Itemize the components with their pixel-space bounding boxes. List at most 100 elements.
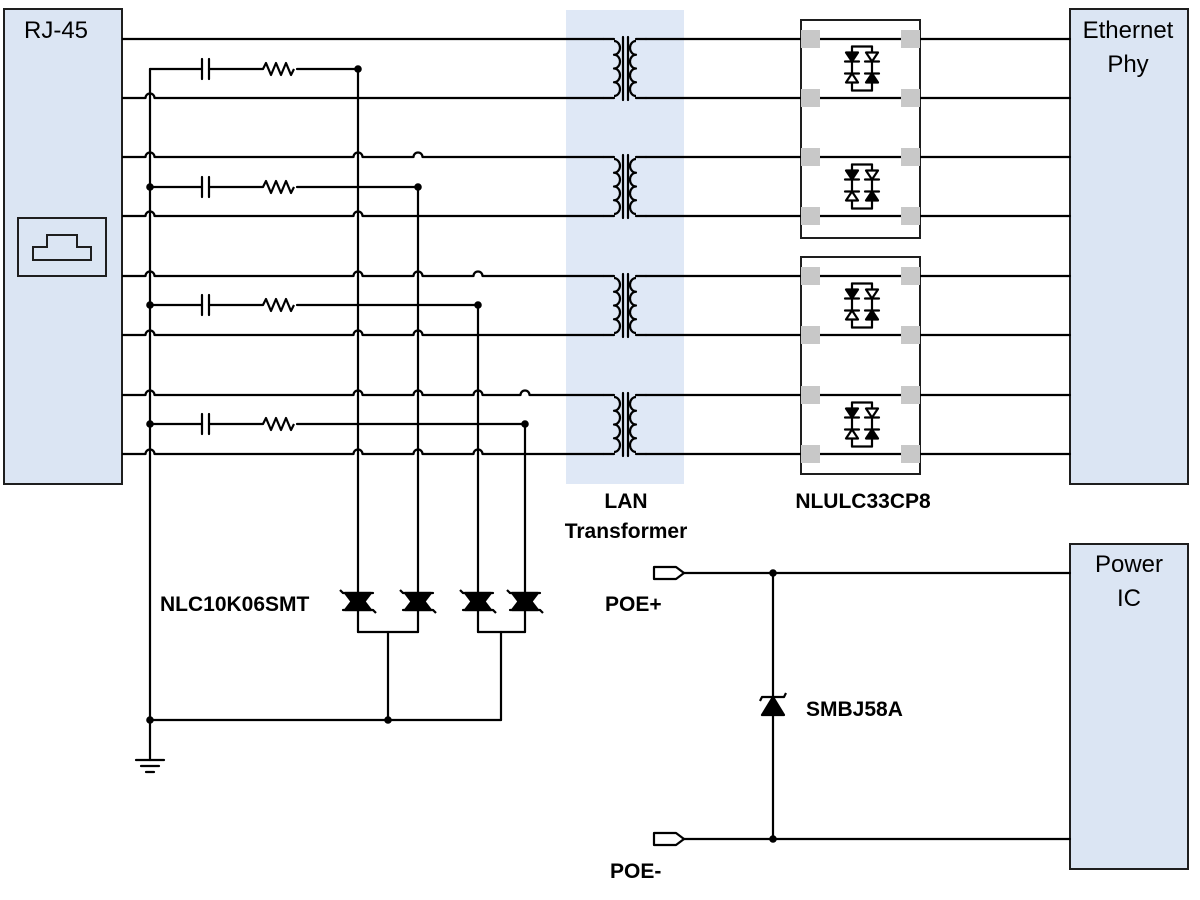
primary-coil — [612, 39, 622, 98]
pad — [801, 445, 820, 463]
tvs-array-label: NLULC33CP8 — [795, 490, 931, 513]
diode — [844, 51, 860, 63]
transformer-icon — [602, 153, 648, 220]
diode — [864, 169, 880, 181]
thyristor-icon — [459, 589, 497, 634]
junction-dot — [384, 716, 392, 724]
power-ic-block — [1069, 543, 1189, 870]
signal-wire — [122, 389, 604, 397]
thyristor-icon — [506, 589, 544, 634]
pad — [901, 89, 920, 107]
secondary-coil — [628, 395, 638, 454]
power-ic-label-line1: Power — [1095, 551, 1163, 578]
thyristor-icon — [399, 589, 437, 634]
diode — [844, 288, 860, 300]
capacitor-icon — [200, 57, 211, 81]
resistor-zigzag — [262, 179, 295, 195]
diode — [864, 428, 880, 440]
diode — [864, 72, 880, 84]
tvs-diode-label: SMBJ58A — [806, 698, 903, 721]
pad — [901, 386, 920, 404]
poe-minus-port — [652, 831, 686, 847]
thyristor-icon — [339, 589, 377, 634]
tick — [372, 609, 377, 614]
ethernet-phy-block — [1069, 8, 1189, 485]
port-arrow-icon — [652, 831, 686, 847]
lan-transformer-label-line1: LAN — [604, 490, 647, 513]
junction-dot — [354, 65, 362, 73]
junction-dot — [414, 183, 422, 191]
tick — [459, 589, 464, 594]
tick — [432, 609, 437, 614]
resistor-icon — [262, 416, 295, 432]
signal-wire — [122, 92, 604, 100]
transformer-icon — [602, 272, 648, 339]
transformer-icon — [602, 391, 648, 458]
tvs-diode-icon — [801, 267, 920, 344]
junction-dot — [521, 420, 529, 428]
poe-minus-label: POE- — [610, 860, 661, 883]
poe-plus-port — [652, 565, 686, 581]
resistor-icon — [262, 179, 295, 195]
junction-dot — [146, 420, 154, 428]
tvs-diode-icon — [801, 30, 920, 107]
poe-plus-label: POE+ — [605, 593, 662, 616]
transformer-icon — [602, 35, 648, 102]
pad — [801, 267, 820, 285]
pad — [801, 386, 820, 404]
transformer-band — [566, 10, 684, 484]
tick — [399, 589, 404, 594]
ethernet-phy-label-line1: Ethernet — [1083, 17, 1174, 44]
primary-coil — [612, 395, 622, 454]
diode — [844, 309, 860, 321]
signal-wire — [122, 270, 604, 278]
tick — [539, 609, 544, 614]
zener-body — [760, 695, 786, 717]
capacitor-icon — [200, 412, 211, 436]
tvs-array-lower — [800, 256, 921, 475]
pad — [801, 30, 820, 48]
rj45-label: RJ-45 — [24, 17, 88, 44]
power-ic-label-line2: IC — [1117, 585, 1141, 612]
pad — [901, 207, 920, 225]
port-arrow-icon — [652, 565, 686, 581]
capacitor-icon — [200, 175, 211, 199]
resistor-zigzag — [262, 416, 295, 432]
diode — [864, 407, 880, 419]
pad — [801, 89, 820, 107]
junction-dot — [146, 301, 154, 309]
diode — [844, 428, 860, 440]
tvs-diode-icon — [801, 148, 920, 225]
signal-wire — [122, 448, 604, 456]
diode — [844, 72, 860, 84]
secondary-coil — [628, 39, 638, 98]
diode — [844, 407, 860, 419]
pad — [801, 207, 820, 225]
primary-coil — [612, 276, 622, 335]
tvs-diode-icon — [801, 386, 920, 463]
pad — [801, 148, 820, 166]
resistor-zigzag — [262, 297, 295, 313]
ground-icon — [134, 758, 166, 774]
pad — [801, 326, 820, 344]
tvs-array-upper — [800, 19, 921, 239]
capacitor-icon — [200, 293, 211, 317]
junction-dot — [769, 835, 777, 843]
tick — [339, 589, 344, 594]
pad — [901, 326, 920, 344]
resistor-zigzag — [262, 61, 295, 77]
signal-wire — [122, 329, 604, 337]
junction-dot — [146, 183, 154, 191]
ethernet-phy-label-line2: Phy — [1107, 51, 1148, 78]
junction-dot — [146, 716, 154, 724]
tick — [506, 589, 511, 594]
diode — [844, 169, 860, 181]
primary-coil — [612, 157, 622, 216]
zener-diode-icon — [759, 692, 787, 717]
pad — [901, 30, 920, 48]
pad — [901, 148, 920, 166]
lan-transformer-label-line2: Transformer — [565, 520, 688, 543]
signal-wire — [122, 210, 604, 218]
rj45-jack-icon — [17, 217, 107, 277]
